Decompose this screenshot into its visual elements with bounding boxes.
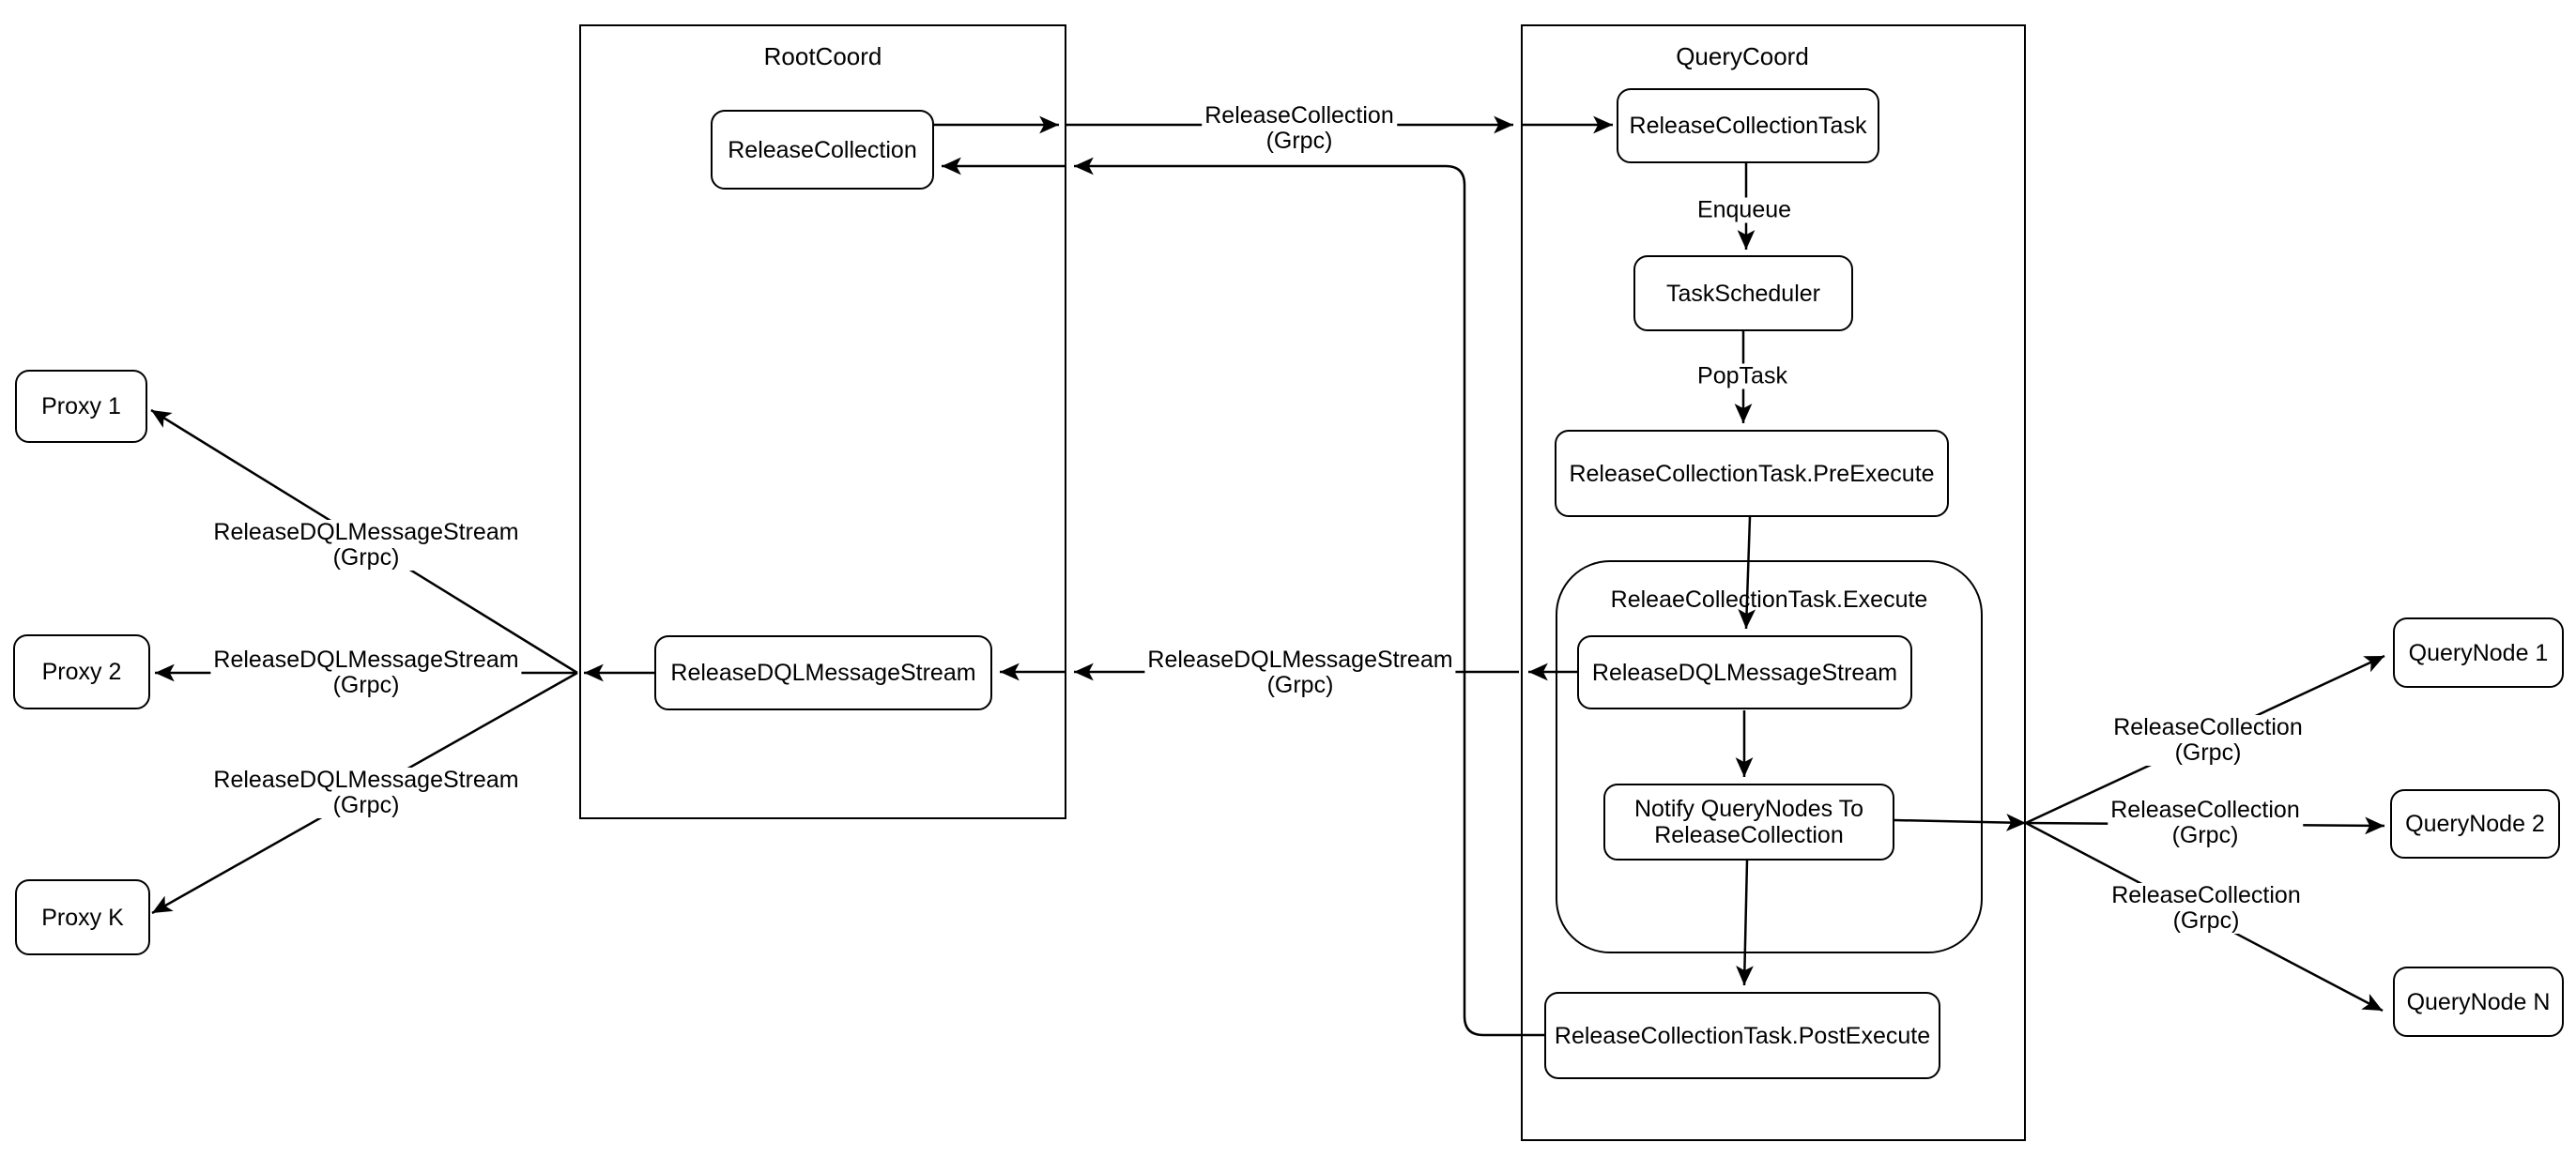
execute-group [1556, 560, 1983, 953]
node-proxy-k: Proxy K [15, 879, 150, 955]
edge-label-releasecollection-grpc-qn1: ReleaseCollection (Grpc) [2110, 715, 2306, 766]
node-proxy-k-label: Proxy K [41, 904, 124, 931]
node-task-scheduler-label: TaskScheduler [1666, 280, 1820, 307]
node-notify-querynodes-line1: Notify QueryNodes To [1633, 796, 1864, 822]
edge-label-releasedql-grpc-mid: ReleaseDQLMessageStream (Grpc) [1144, 647, 1456, 698]
node-root-releasedqlmessagestream-label: ReleaseDQLMessageStream [670, 660, 976, 686]
rootcoord-container [579, 24, 1066, 819]
edge-label-line: ReleaseDQLMessageStream [213, 767, 519, 793]
rootcoord-title: RootCoord [763, 42, 882, 70]
edge-label-releasedql-grpc-proxy1: ReleaseDQLMessageStream (Grpc) [210, 519, 522, 571]
edge-label-line: (Grpc) [213, 545, 519, 571]
edge-notify-to-fan [1894, 814, 2027, 831]
edge-label-releasecollection-grpc-qn2: ReleaseCollection (Grpc) [2108, 798, 2303, 848]
node-task-scheduler: TaskScheduler [1633, 255, 1853, 331]
edge-label-releasecollection-grpc-qnn: ReleaseCollection (Grpc) [2108, 883, 2304, 934]
edge-label-line: ReleaseCollection [2111, 882, 2301, 908]
node-querynode-2-label: QueryNode 2 [2405, 811, 2545, 837]
node-notify-querynodes: Notify QueryNodes To ReleaseCollection [1603, 784, 1894, 861]
edge-label-line: ReleaseCollection [2113, 714, 2303, 740]
edge-preexecute-to-innerdql [1738, 516, 1756, 630]
node-querynode-n: QueryNode N [2393, 967, 2564, 1037]
edge-label-line: (Grpc) [213, 793, 519, 818]
edge-label-line: ReleaseCollection [1204, 102, 1394, 129]
node-release-collection-task: ReleaseCollectionTask [1617, 88, 1879, 163]
edge-label-line: ReleaseDQLMessageStream [213, 647, 519, 673]
edge-label-releasedql-grpc-proxy2: ReleaseDQLMessageStream (Grpc) [210, 647, 522, 698]
edge-label-line: ReleaseCollection [2110, 797, 2300, 823]
edge-label-line: ReleaseDQLMessageStream [1147, 647, 1453, 673]
edge-label-line: (Grpc) [1204, 129, 1394, 154]
node-release-collection: ReleaseCollection [711, 110, 934, 190]
node-release-collection-label: ReleaseCollection [728, 136, 917, 163]
node-proxy-1-label: Proxy 1 [41, 393, 121, 419]
edge-postexecute-return [1074, 157, 1544, 1037]
edge-label-releasedql-grpc-proxyk: ReleaseDQLMessageStream (Grpc) [210, 767, 522, 818]
node-proxy-2-label: Proxy 2 [41, 659, 122, 685]
edge-label-line: (Grpc) [2111, 908, 2301, 934]
node-pre-execute: ReleaseCollectionTask.PreExecute [1555, 430, 1949, 517]
edge-label-line: (Grpc) [213, 673, 519, 698]
edge-label-line: ReleaseDQLMessageStream [213, 519, 519, 545]
node-inner-releasedqlmessagestream-label: ReleaseDQLMessageStream [1591, 659, 1898, 686]
node-querynode-1: QueryNode 1 [2393, 617, 2564, 688]
edge-label-enqueue: Enqueue [1694, 197, 1795, 223]
node-querynode-2: QueryNode 2 [2390, 789, 2560, 859]
node-proxy-1: Proxy 1 [15, 370, 147, 443]
edge-label-line: (Grpc) [1147, 673, 1453, 698]
node-post-execute-label: ReleaseCollectionTask.PostExecute [1554, 1022, 1931, 1049]
node-release-collection-task-label: ReleaseCollectionTask [1629, 113, 1867, 139]
querycoord-title: QueryCoord [1676, 42, 1809, 70]
execute-group-title: ReleaeCollectionTask.Execute [1610, 586, 1928, 613]
edge-label-releasecollection-grpc-top: ReleaseCollection (Grpc) [1202, 103, 1397, 154]
querycoord-container [1521, 24, 2026, 1141]
node-proxy-2: Proxy 2 [13, 634, 150, 709]
edge-label-line: (Grpc) [2110, 823, 2300, 848]
node-pre-execute-label: ReleaseCollectionTask.PreExecute [1569, 460, 1935, 487]
node-querynode-n-label: QueryNode N [2406, 988, 2551, 1015]
edge-label-line: (Grpc) [2113, 740, 2303, 766]
node-querynode-1-label: QueryNode 1 [2408, 639, 2549, 666]
node-root-releasedqlmessagestream: ReleaseDQLMessageStream [654, 635, 992, 710]
edge-label-poptask: PopTask [1694, 363, 1790, 389]
node-post-execute: ReleaseCollectionTask.PostExecute [1544, 992, 1940, 1079]
edge-notify-to-postexecute [1736, 860, 1754, 986]
node-notify-querynodes-line2: ReleaseCollection [1654, 822, 1844, 848]
node-inner-releasedqlmessagestream: ReleaseDQLMessageStream [1577, 635, 1912, 709]
